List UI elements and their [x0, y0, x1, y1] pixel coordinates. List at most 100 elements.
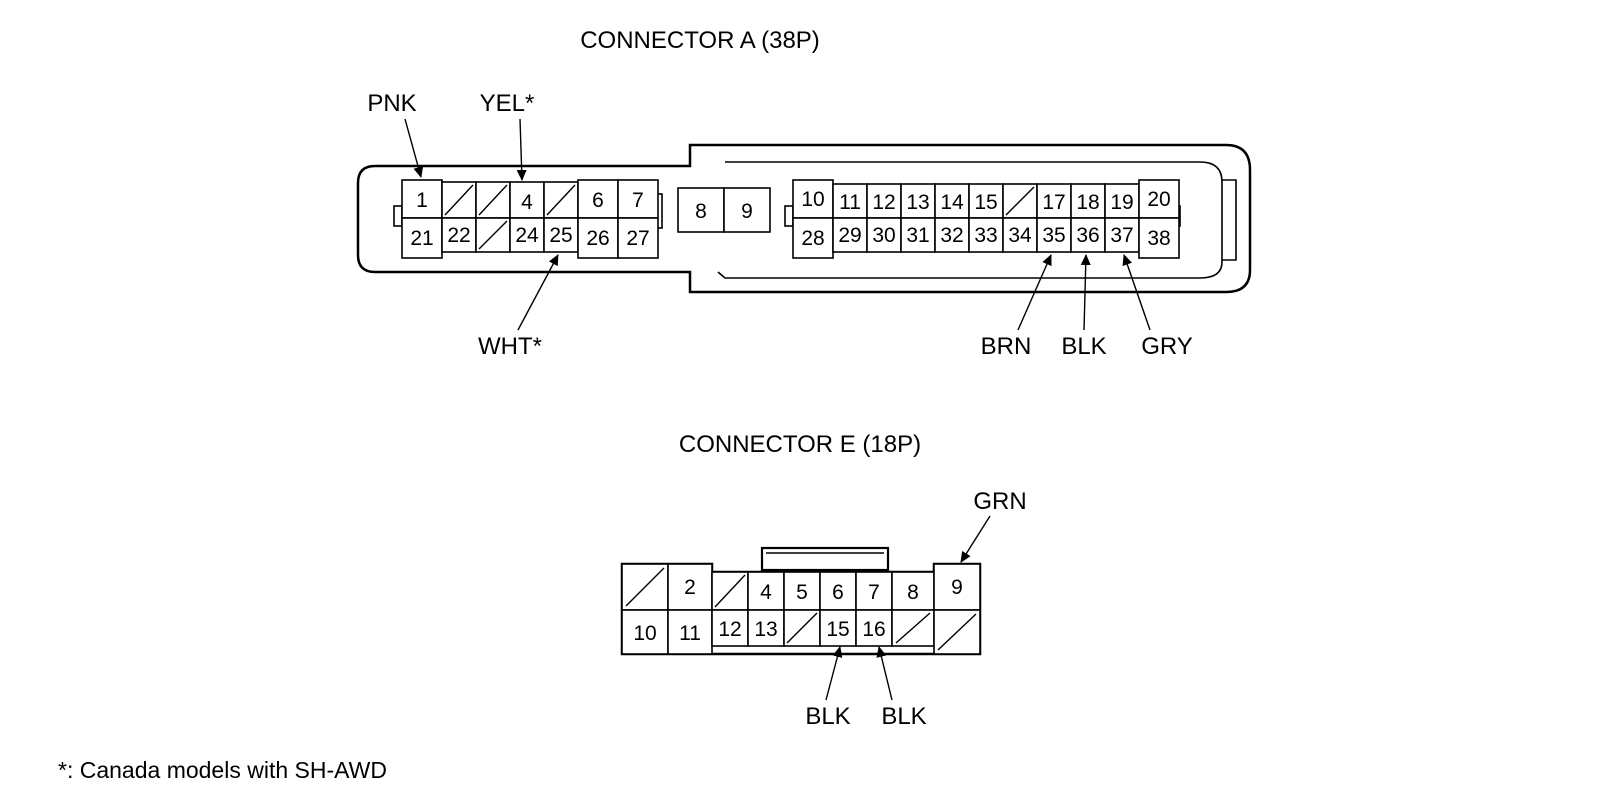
wire-label-pnk: PNK	[367, 90, 416, 117]
connector-e-pin-5-label: 5	[796, 581, 808, 604]
connector-a-inner-frame	[717, 161, 1223, 279]
connector-a-middle-block: 8 9	[677, 187, 771, 233]
empty-cavity-slash	[786, 612, 818, 644]
footnote: *: Canada models with SH-AWD	[58, 757, 387, 783]
empty-cavity-slash	[1005, 186, 1035, 216]
connector-a-pin-34	[1002, 217, 1038, 253]
connector-a-pin-7-label: 7	[632, 189, 644, 212]
wire-label-brn: BRN	[981, 333, 1032, 360]
connector-a-pin-17-label: 17	[1042, 191, 1065, 214]
wire-leader-wht	[517, 254, 559, 331]
wire-label-grn: GRN	[973, 488, 1026, 515]
empty-cavity-slash	[625, 567, 665, 607]
connector-e-pin-2	[667, 563, 713, 611]
wire-leader-gry	[1122, 254, 1151, 331]
connector-e-pin-10	[621, 609, 669, 655]
connector-e-pin-11	[667, 609, 713, 655]
connector-a-pin-14	[934, 183, 970, 219]
connector-a-tab-right-left	[784, 205, 794, 227]
wire-label-yel: YEL*	[480, 90, 535, 117]
connector-a-pin-28-label: 28	[801, 227, 824, 250]
connector-a-pin-14-label: 14	[940, 191, 964, 214]
connector-a-pin-38-label: 38	[1147, 227, 1170, 250]
connector-a-pin-24-label: 24	[515, 224, 539, 247]
connector-e-pin-10-label: 10	[633, 622, 656, 645]
connector-a-pin-20-label: 20	[1147, 188, 1170, 211]
connector-a-pin-38	[1138, 217, 1180, 259]
connector-e: CONNECTOR E (18P) 2 10 11 4 5 6 7 8 12 1…	[620, 431, 1027, 730]
connector-a-pin-25	[543, 217, 579, 253]
connector-a-pin-11	[832, 183, 868, 219]
wire-label-blk-e-16: BLK	[881, 703, 926, 730]
wire-leader-blk-e-16	[876, 646, 893, 701]
connector-a-pin-28	[792, 217, 834, 259]
connector-a-pin-27	[617, 217, 659, 259]
empty-cavity-slash	[444, 184, 474, 216]
connector-a-pin-10-label: 10	[801, 188, 824, 211]
connector-a-pin-25-label: 25	[549, 224, 572, 247]
connector-a-pin-30-label: 30	[872, 224, 895, 247]
connector-a-housing	[356, 143, 1252, 294]
connector-e-pin-2-label: 2	[684, 576, 696, 599]
wire-leader-brn	[1017, 254, 1052, 331]
connector-a-pin-13	[900, 183, 936, 219]
connector-a-pin-9-label: 9	[741, 200, 753, 223]
connector-e-pin-6-label: 6	[832, 581, 844, 604]
connector-a-pin-8	[677, 187, 725, 233]
connector-a-pin-1-label: 1	[416, 189, 428, 212]
wire-leader-grn	[960, 515, 991, 563]
empty-cavity-slash	[546, 184, 576, 216]
connector-e-pin-11-label: 11	[679, 622, 701, 645]
connector-a-pin-4-label: 4	[521, 191, 533, 214]
connector-a-pin-1	[401, 179, 443, 219]
connector-a-pin-36-label: 36	[1076, 224, 1099, 247]
connector-a-pin-7	[617, 179, 659, 219]
connector-e-pin-9	[933, 563, 981, 611]
connector-a-pin-29	[832, 217, 868, 253]
connector-a-tab-left	[393, 205, 403, 227]
connector-e-title: CONNECTOR E (18P)	[679, 431, 921, 458]
connector-a-left-block: 1 4 6 7 21 22 24 25 26 27	[401, 179, 659, 259]
wire-leader-blk-e-15	[825, 646, 843, 701]
connector-a-latch	[1222, 179, 1237, 261]
connector-a-pin-35-label: 35	[1042, 224, 1065, 247]
wire-leader-pnk	[404, 118, 424, 178]
connector-a-pin-27-label: 27	[626, 227, 649, 250]
connector-e-pin-13-label: 13	[754, 618, 777, 641]
connector-a-title: CONNECTOR A (38P)	[580, 27, 820, 54]
connector-e-pin-12	[711, 609, 749, 647]
empty-cavity-slash	[478, 184, 508, 216]
connector-e-pin-12-label: 12	[718, 618, 741, 641]
connector-a-pin-6-label: 6	[592, 189, 604, 212]
connector-a-right-block: 10 11 12 13 14 15 17 18 19 20 28 29	[792, 179, 1180, 259]
connector-a-pin-22-label: 22	[447, 224, 470, 247]
connector-a-pin-35	[1036, 217, 1072, 253]
empty-cavity-slash	[714, 574, 746, 608]
connector-a-pin-12-label: 12	[872, 191, 895, 214]
wire-label-blk-a: BLK	[1061, 333, 1106, 360]
connector-a-pin-22	[441, 217, 477, 253]
connector-e-pin-15	[819, 609, 857, 647]
connector-a-pin-26-label: 26	[586, 227, 609, 250]
connector-a-pin-32	[934, 217, 970, 253]
connector-a-pin-34-label: 34	[1008, 224, 1032, 247]
connector-a-pin-30	[866, 217, 902, 253]
connector-a-pin-9	[723, 187, 771, 233]
connector-a-pin-21-label: 21	[410, 227, 433, 250]
wire-leader-yel	[516, 118, 527, 181]
connector-e-pin-7-label: 7	[868, 581, 880, 604]
wire-leader-blk-a	[1080, 254, 1091, 331]
connector-e-latch	[760, 546, 890, 572]
connector-e-pin-16	[855, 609, 893, 647]
connector-a-pin-19-label: 19	[1110, 191, 1133, 214]
connector-a: CONNECTOR A (38P) 1 4 6 7 21	[356, 27, 1252, 360]
empty-cavity-slash	[478, 220, 508, 250]
connector-a-pin-18-label: 18	[1076, 191, 1099, 214]
connector-a-pin-8-label: 8	[695, 200, 707, 223]
connector-e-pin-13	[747, 609, 785, 647]
connector-a-pin-19	[1104, 183, 1140, 219]
connector-a-pin-32-label: 32	[940, 224, 963, 247]
connector-e-pin-8-label: 8	[907, 581, 919, 604]
connector-e-pin-16-label: 16	[862, 618, 885, 641]
connector-a-pin-13-label: 13	[906, 191, 929, 214]
